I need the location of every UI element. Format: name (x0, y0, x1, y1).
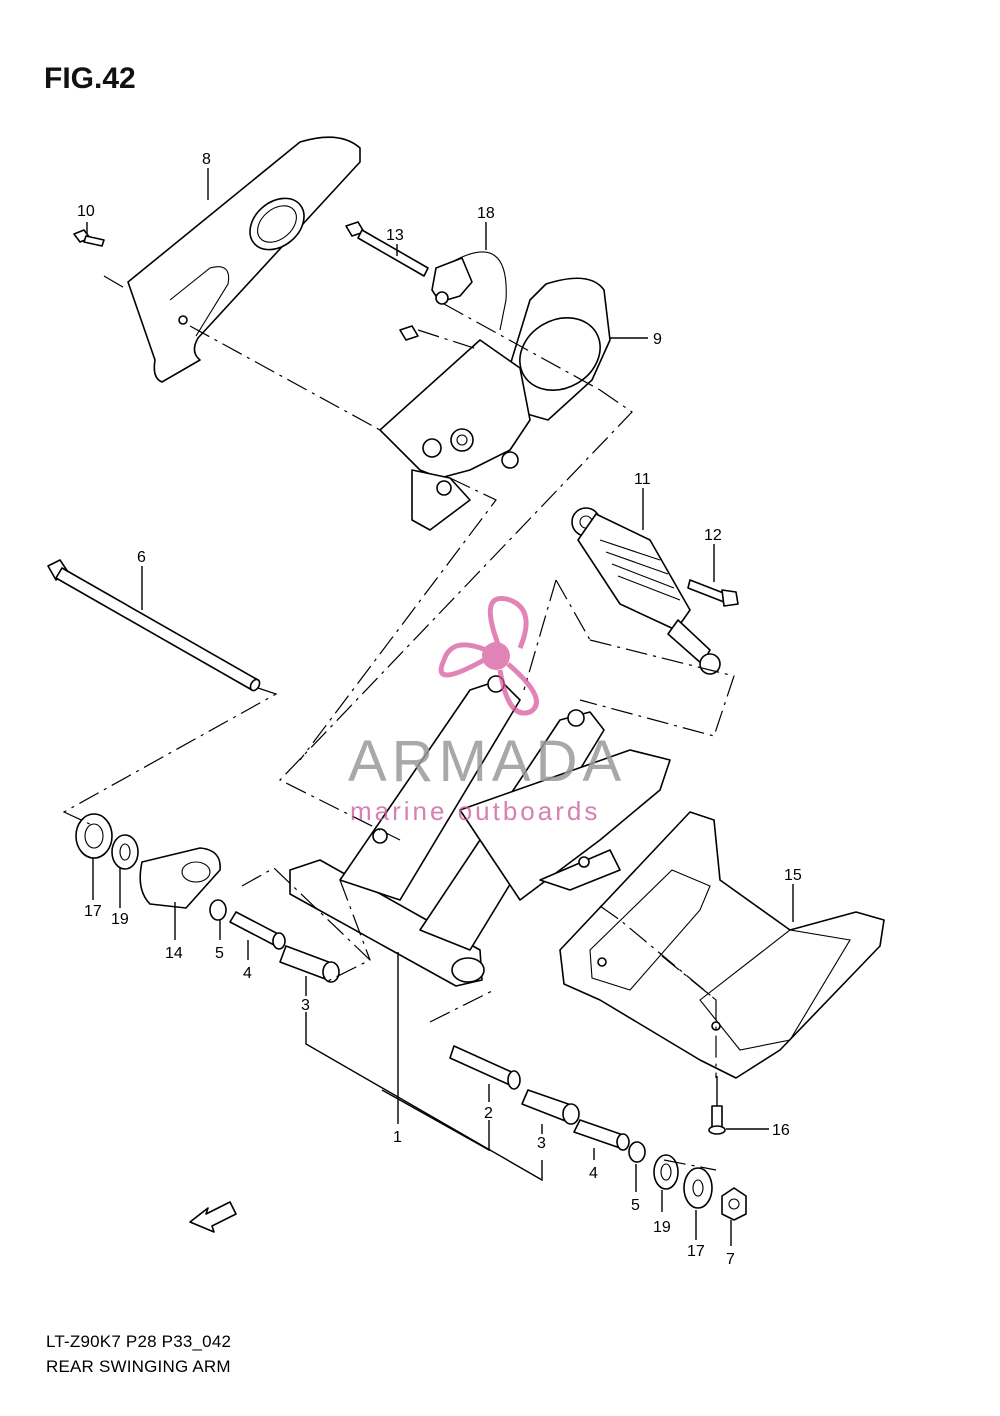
callout-numbers: 8 10 13 18 9 6 11 12 15 16 17 19 14 5 4 … (77, 151, 802, 1268)
callout-14: 14 (165, 945, 183, 962)
callout-8: 8 (202, 151, 211, 168)
callout-9: 9 (653, 331, 662, 348)
callout-4-left: 4 (243, 965, 252, 982)
watermark-brand: ARMADA (348, 729, 627, 794)
pivot-shaft-part-6 (47, 559, 261, 692)
bushing-part-3-left (279, 945, 340, 983)
bushing-part-3-right (521, 1089, 580, 1125)
figure-code: LT-Z90K7 P28 P33_042 (46, 1332, 232, 1351)
callout-17-left: 17 (84, 903, 102, 920)
callout-3-left: 3 (301, 997, 310, 1014)
spacer-part-5-left (209, 899, 227, 921)
bolt-part-13 (345, 221, 429, 277)
callout-19-right: 19 (653, 1219, 671, 1236)
callout-10: 10 (77, 203, 95, 220)
callout-19-left: 19 (111, 911, 129, 928)
callout-5-left: 5 (215, 945, 224, 962)
callout-3-right: 3 (537, 1135, 546, 1152)
callout-18: 18 (477, 205, 495, 222)
callout-15: 15 (784, 867, 802, 884)
collar-part-2 (449, 1045, 521, 1090)
cap-part-14 (139, 847, 221, 909)
callout-6: 6 (137, 549, 146, 566)
nut-part-7 (721, 1187, 747, 1221)
swing-arm-part-1 (289, 675, 671, 987)
bolt-part-12 (687, 579, 739, 607)
bolt-part-16 (708, 1105, 726, 1135)
watermark-tagline: marine outboards (350, 796, 601, 826)
washer-part-19-right (653, 1154, 679, 1190)
leader-lines (86, 168, 794, 1246)
spacer-part-5-right (628, 1141, 646, 1163)
bolt-part-10 (73, 229, 105, 247)
callout-16: 16 (772, 1122, 790, 1139)
fwd-arrow-icon: FWD (189, 1201, 237, 1233)
assembly-lines (62, 275, 735, 1171)
callout-7: 7 (726, 1251, 735, 1268)
armada-logo-icon (438, 596, 539, 716)
skid-plate-part-15 (559, 811, 885, 1079)
bushing-part-4-right (573, 1119, 630, 1151)
callout-17-right: 17 (687, 1243, 705, 1260)
guide-part-18 (431, 251, 507, 331)
bushing-part-4-left (229, 911, 286, 950)
sprocket-guard-part-9 (507, 277, 611, 421)
callout-1: 1 (393, 1129, 402, 1146)
mounting-bracket (379, 325, 531, 531)
callout-13: 13 (386, 227, 404, 244)
figure-title: FIG.42 (44, 62, 136, 95)
oil-seal-part-17-left (75, 813, 113, 859)
washer-part-19-left (111, 834, 139, 870)
callout-4-right: 4 (589, 1165, 598, 1182)
washer-part-17-right (683, 1167, 713, 1209)
chain-cover-part-8 (127, 136, 361, 383)
callout-5-right: 5 (631, 1197, 640, 1214)
callout-2: 2 (484, 1105, 493, 1122)
figure-description: REAR SWINGING ARM (46, 1357, 231, 1376)
callout-12: 12 (704, 527, 722, 544)
shock-absorber-part-11 (571, 507, 721, 675)
callout-11: 11 (634, 471, 651, 488)
